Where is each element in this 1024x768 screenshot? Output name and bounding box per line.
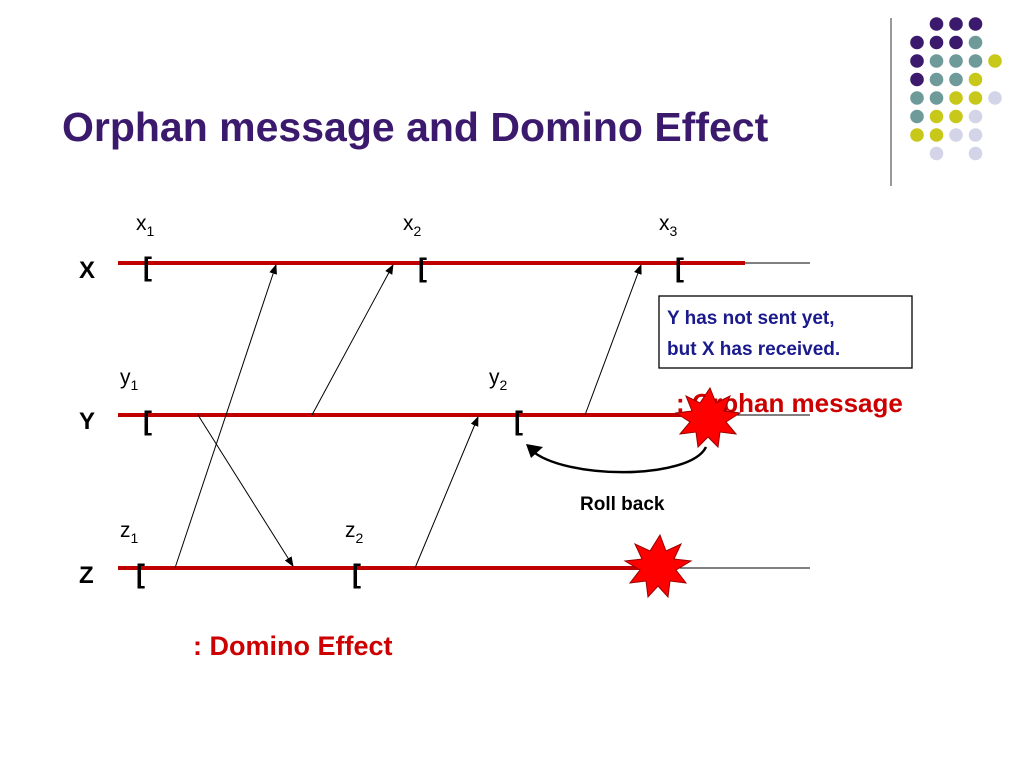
decorative-dot	[949, 91, 963, 105]
message-y-to-z	[197, 414, 294, 567]
process-z: Z [ [ z1 z2	[79, 519, 810, 589]
rollback-arrow	[530, 446, 708, 474]
decorative-dot	[910, 54, 924, 68]
checkpoint-mark-y2: [	[514, 406, 523, 436]
decorative-dot	[968, 109, 983, 124]
decorative-dot	[949, 54, 963, 68]
checkpoint-mark-x1: [	[143, 252, 152, 282]
callout-frame	[658, 295, 913, 369]
callout-line-1: Y has not sent yet,	[667, 308, 835, 329]
decorative-dot	[949, 109, 963, 124]
decorative-dot	[968, 72, 983, 87]
orphan-message-arrow	[584, 264, 642, 416]
process-label-x: X	[79, 257, 95, 284]
decorative-dot	[929, 35, 944, 50]
process-y: Y [ [ y1 y2	[79, 366, 810, 436]
domino-effect-label: : Domino Effect	[193, 631, 393, 661]
decorative-dot-cluster	[910, 17, 1002, 161]
process-label-z: Z	[79, 562, 94, 589]
decorative-dot	[968, 35, 983, 50]
message-z-to-y	[414, 416, 479, 569]
decorative-dot	[949, 35, 963, 50]
checkpoint-mark-y1: [	[143, 406, 152, 436]
checkpoint-mark-x2: [	[418, 253, 427, 283]
checkpoint-label-x3: x3	[659, 212, 678, 239]
checkpoint-label-x1: x1	[136, 212, 155, 239]
checkpoint-label-y1: y1	[120, 366, 139, 393]
checkpoint-mark-z2: [	[352, 559, 361, 589]
explosion-icon-z	[623, 533, 693, 599]
process-x: X [ [ [ x1 x2 x3	[79, 212, 810, 284]
decorative-dot	[949, 128, 963, 142]
decorative-dot	[988, 91, 1002, 105]
decorative-dot	[949, 72, 963, 87]
decorative-dot	[929, 146, 944, 161]
checkpoint-mark-x3: [	[675, 253, 684, 283]
decorative-dot	[910, 72, 924, 87]
message-z-to-x	[174, 264, 277, 569]
decorative-dot	[929, 17, 944, 31]
decorative-dot	[929, 128, 944, 142]
callout-line-2: but X has received.	[667, 339, 840, 360]
decorative-dot	[988, 54, 1002, 68]
decorative-dot	[910, 91, 924, 105]
rollback-label: Roll back	[580, 494, 665, 515]
slide-title: Orphan message and Domino Effect	[62, 104, 769, 150]
rollback-arrowhead-icon	[526, 444, 543, 458]
decorative-dot	[929, 91, 944, 105]
decorative-dot	[910, 109, 924, 124]
decorative-dot	[910, 35, 924, 50]
checkpoint-label-x2: x2	[403, 212, 422, 239]
decorative-dot	[968, 54, 983, 68]
messages	[174, 264, 642, 569]
checkpoint-label-z1: z1	[120, 519, 139, 546]
decorative-dot	[949, 17, 963, 31]
callout-box: Y has not sent yet, but X has received.	[658, 295, 913, 369]
decorative-dot	[929, 54, 944, 68]
checkpoint-label-y2: y2	[489, 366, 508, 393]
checkpoint-label-z2: z2	[345, 519, 364, 546]
decorative-dot	[968, 146, 983, 161]
message-y-to-x	[311, 264, 394, 416]
checkpoint-mark-z1: [	[136, 559, 145, 589]
decorative-dot	[968, 128, 983, 142]
decorative-dot	[929, 109, 944, 124]
decorative-dot	[910, 128, 924, 142]
decorative-dot	[968, 91, 983, 105]
decorative-dot	[968, 17, 983, 31]
explosion-icon-y	[674, 386, 742, 449]
process-label-y: Y	[79, 408, 95, 435]
decorative-dot	[929, 72, 944, 87]
